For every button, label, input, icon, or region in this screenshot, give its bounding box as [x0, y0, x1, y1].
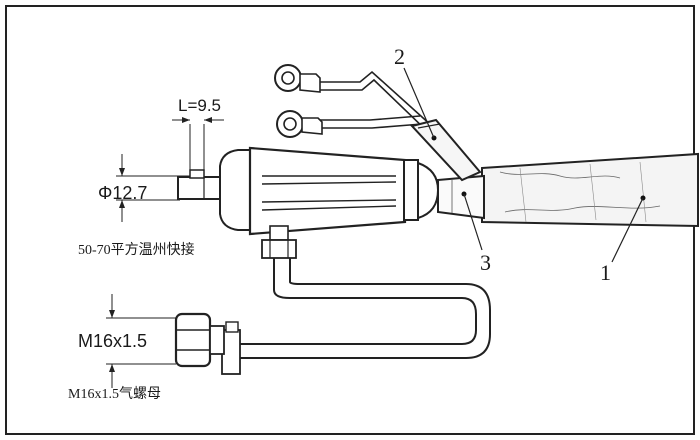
thread-label: M16x1.5 [78, 331, 147, 351]
clamp-sleeve [437, 174, 485, 220]
dimension-length [172, 117, 224, 172]
gas-hose [221, 258, 491, 375]
part1-number: 1 [600, 260, 611, 285]
nut-label: M16x1.5气螺母 [68, 386, 161, 402]
part2-number: 2 [394, 44, 405, 69]
signal-wires [274, 64, 482, 182]
cable-sheath [481, 152, 699, 228]
connector-body [177, 146, 440, 259]
leader-part1 [611, 197, 644, 263]
connector-label: 50-70平方温州快接 [78, 241, 195, 258]
leader-part3 [463, 193, 483, 251]
length-label: L=9.5 [178, 96, 221, 115]
gas-nut [174, 312, 225, 368]
diameter-label: Φ12.7 [98, 183, 147, 203]
dimension-diameter [116, 154, 190, 222]
dimension-thread [106, 294, 176, 388]
leader-part2 [403, 67, 435, 139]
part3-number: 3 [480, 250, 491, 275]
